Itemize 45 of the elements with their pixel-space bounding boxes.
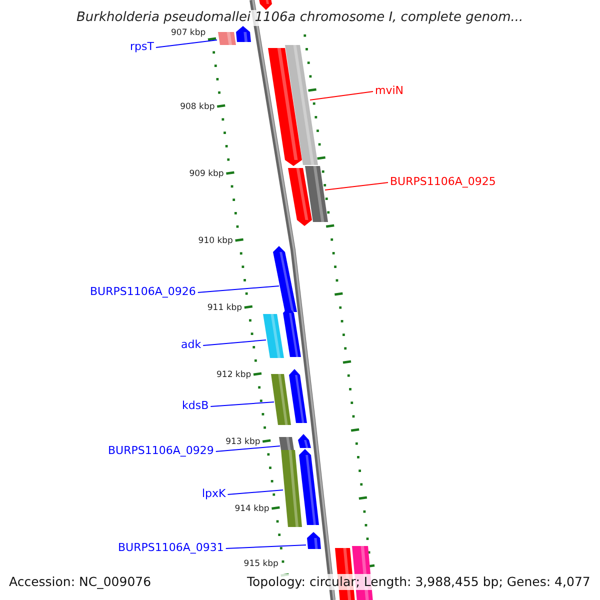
gene-feature (288, 168, 312, 226)
gene-feature (289, 369, 307, 423)
gene-feature (273, 246, 297, 312)
scale-label: 913 kbp (226, 437, 260, 447)
gene-label: kdsB (182, 399, 209, 412)
scale-label: 907 kbp (171, 28, 206, 38)
gene-feature (298, 434, 311, 448)
gene-label: BURPS1106A_0929 (108, 444, 214, 457)
leader-line (225, 544, 306, 549)
gene-feature (285, 45, 318, 165)
gene-label: BURPS1106A_0931 (118, 541, 224, 554)
gene-label: adk (181, 338, 202, 351)
leader-line (197, 286, 280, 293)
gene-label: lpxK (202, 487, 226, 500)
gene-label: rpsT (130, 40, 154, 53)
gene-label: BURPS1106A_0925 (390, 175, 496, 188)
gene-feature (268, 48, 302, 166)
gene-feature (307, 532, 321, 549)
scale-label: 914 kbp (234, 504, 270, 514)
gene-feature (281, 450, 302, 527)
leader-line (310, 91, 374, 100)
leader-line (215, 446, 280, 452)
leader-line (155, 40, 218, 48)
gene-feature (279, 437, 294, 450)
scale-label: 915 kbp (244, 559, 278, 569)
gene-label: mviN (375, 84, 404, 97)
accession-text: Accession: NC_009076 (9, 574, 152, 590)
gene-feature (258, 0, 272, 10)
scale-label: 910 kbp (198, 236, 233, 246)
scale-label: 912 kbp (216, 370, 252, 380)
leader-line (210, 402, 274, 407)
map-title: Burkholderia pseudomallei 1106a chromosome I, complete genom... (76, 10, 524, 26)
gene-feature (271, 374, 291, 425)
gene-feature (236, 26, 251, 42)
gene-feature (305, 166, 328, 222)
leader-line (324, 182, 388, 190)
gene-feature (263, 314, 284, 358)
scale-label: 908 kbp (180, 102, 215, 112)
leader-line (227, 490, 284, 495)
scale-label: 909 kbp (189, 169, 224, 179)
gene-label: BURPS1106A_0926 (90, 285, 196, 298)
scale-label: 911 kbp (207, 303, 242, 313)
gene-feature (218, 32, 236, 45)
gene-feature (283, 307, 301, 357)
leader-line (202, 340, 266, 346)
